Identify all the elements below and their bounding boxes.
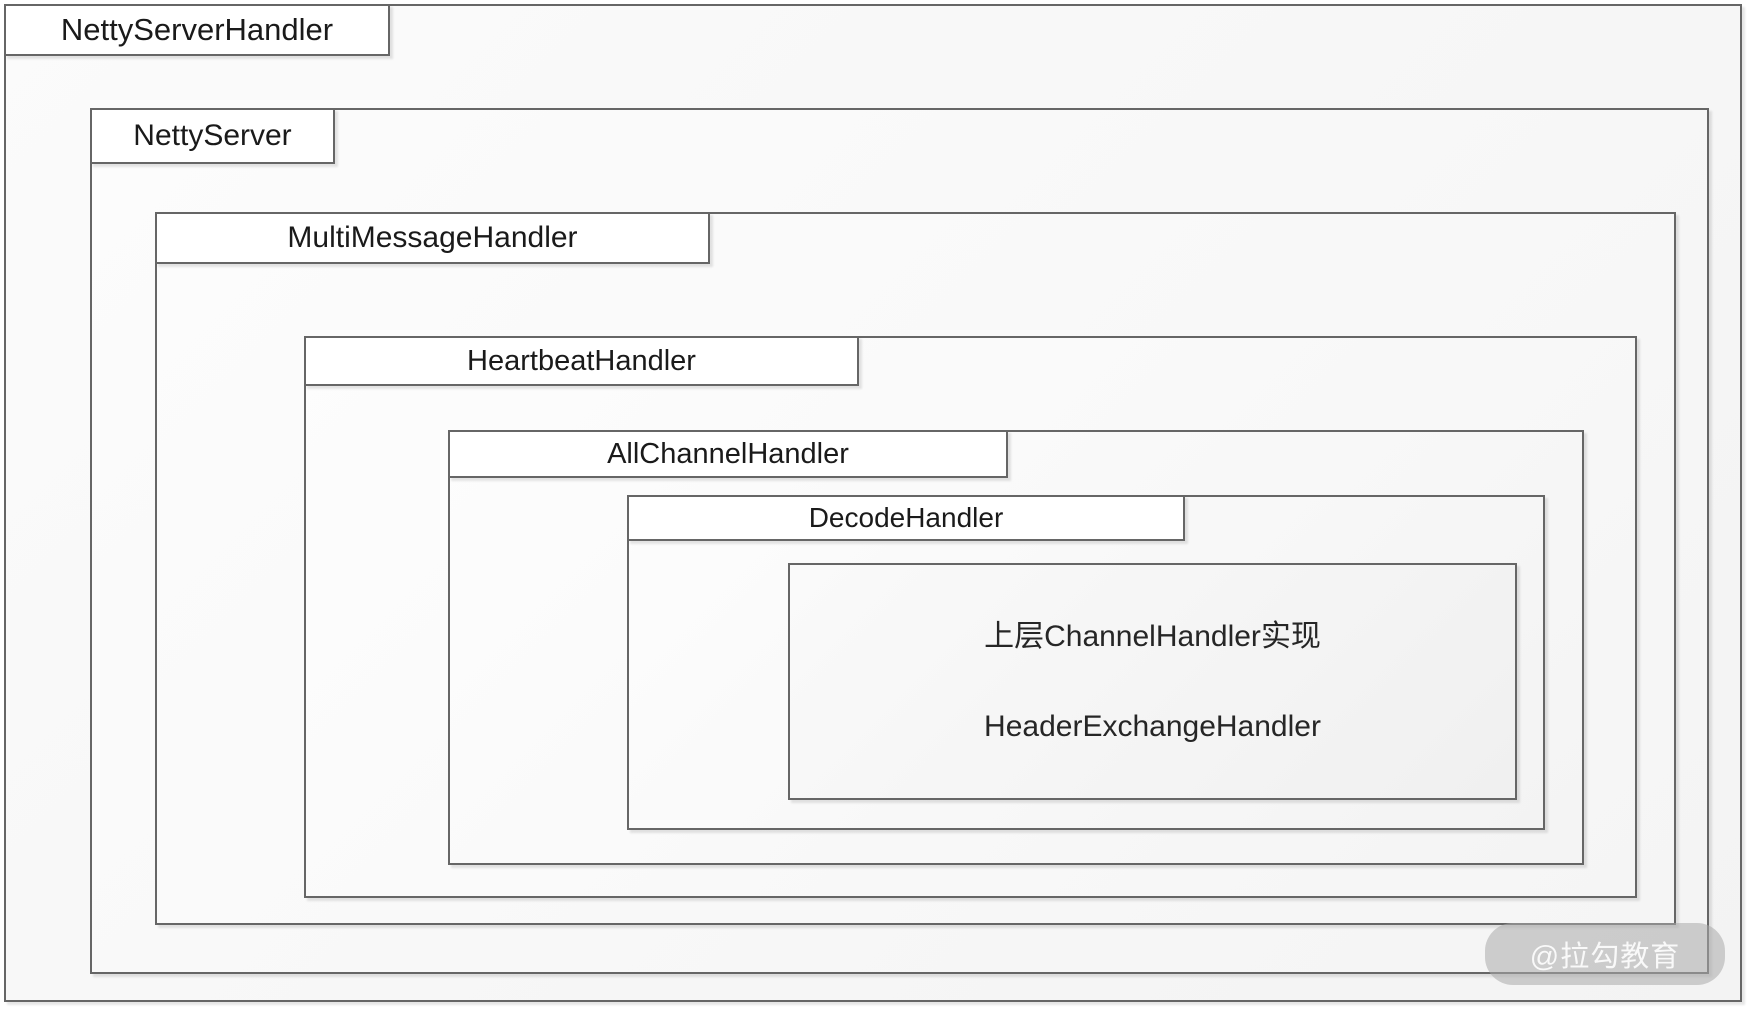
box-label-netty-server: NettyServer — [133, 119, 292, 152]
leaf-text-line-2: HeaderExchangeHandler — [984, 709, 1321, 743]
box-title-netty-server-handler: NettyServerHandler — [4, 4, 390, 56]
box-title-multi-message-handler: MultiMessageHandler — [155, 212, 710, 264]
box-label-decode-handler: DecodeHandler — [808, 502, 1004, 533]
box-title-decode-handler: DecodeHandler — [627, 495, 1185, 541]
box-label-multi-message-handler: MultiMessageHandler — [287, 221, 578, 254]
box-label-all-channel-handler: AllChannelHandler — [607, 437, 849, 470]
leaf-text-line-1: 上层ChannelHandler实现 — [984, 620, 1321, 653]
box-label-heartbeat-handler: HeartbeatHandler — [467, 344, 696, 377]
box-label-netty-server-handler: NettyServerHandler — [60, 12, 334, 47]
box-title-netty-server: NettyServer — [90, 108, 335, 164]
box-title-all-channel-handler: AllChannelHandler — [448, 430, 1008, 478]
box-upper-channel-handler-impl[interactable]: 上层ChannelHandler实现 HeaderExchangeHandler — [788, 563, 1517, 800]
box-title-heartbeat-handler: HeartbeatHandler — [304, 336, 859, 386]
